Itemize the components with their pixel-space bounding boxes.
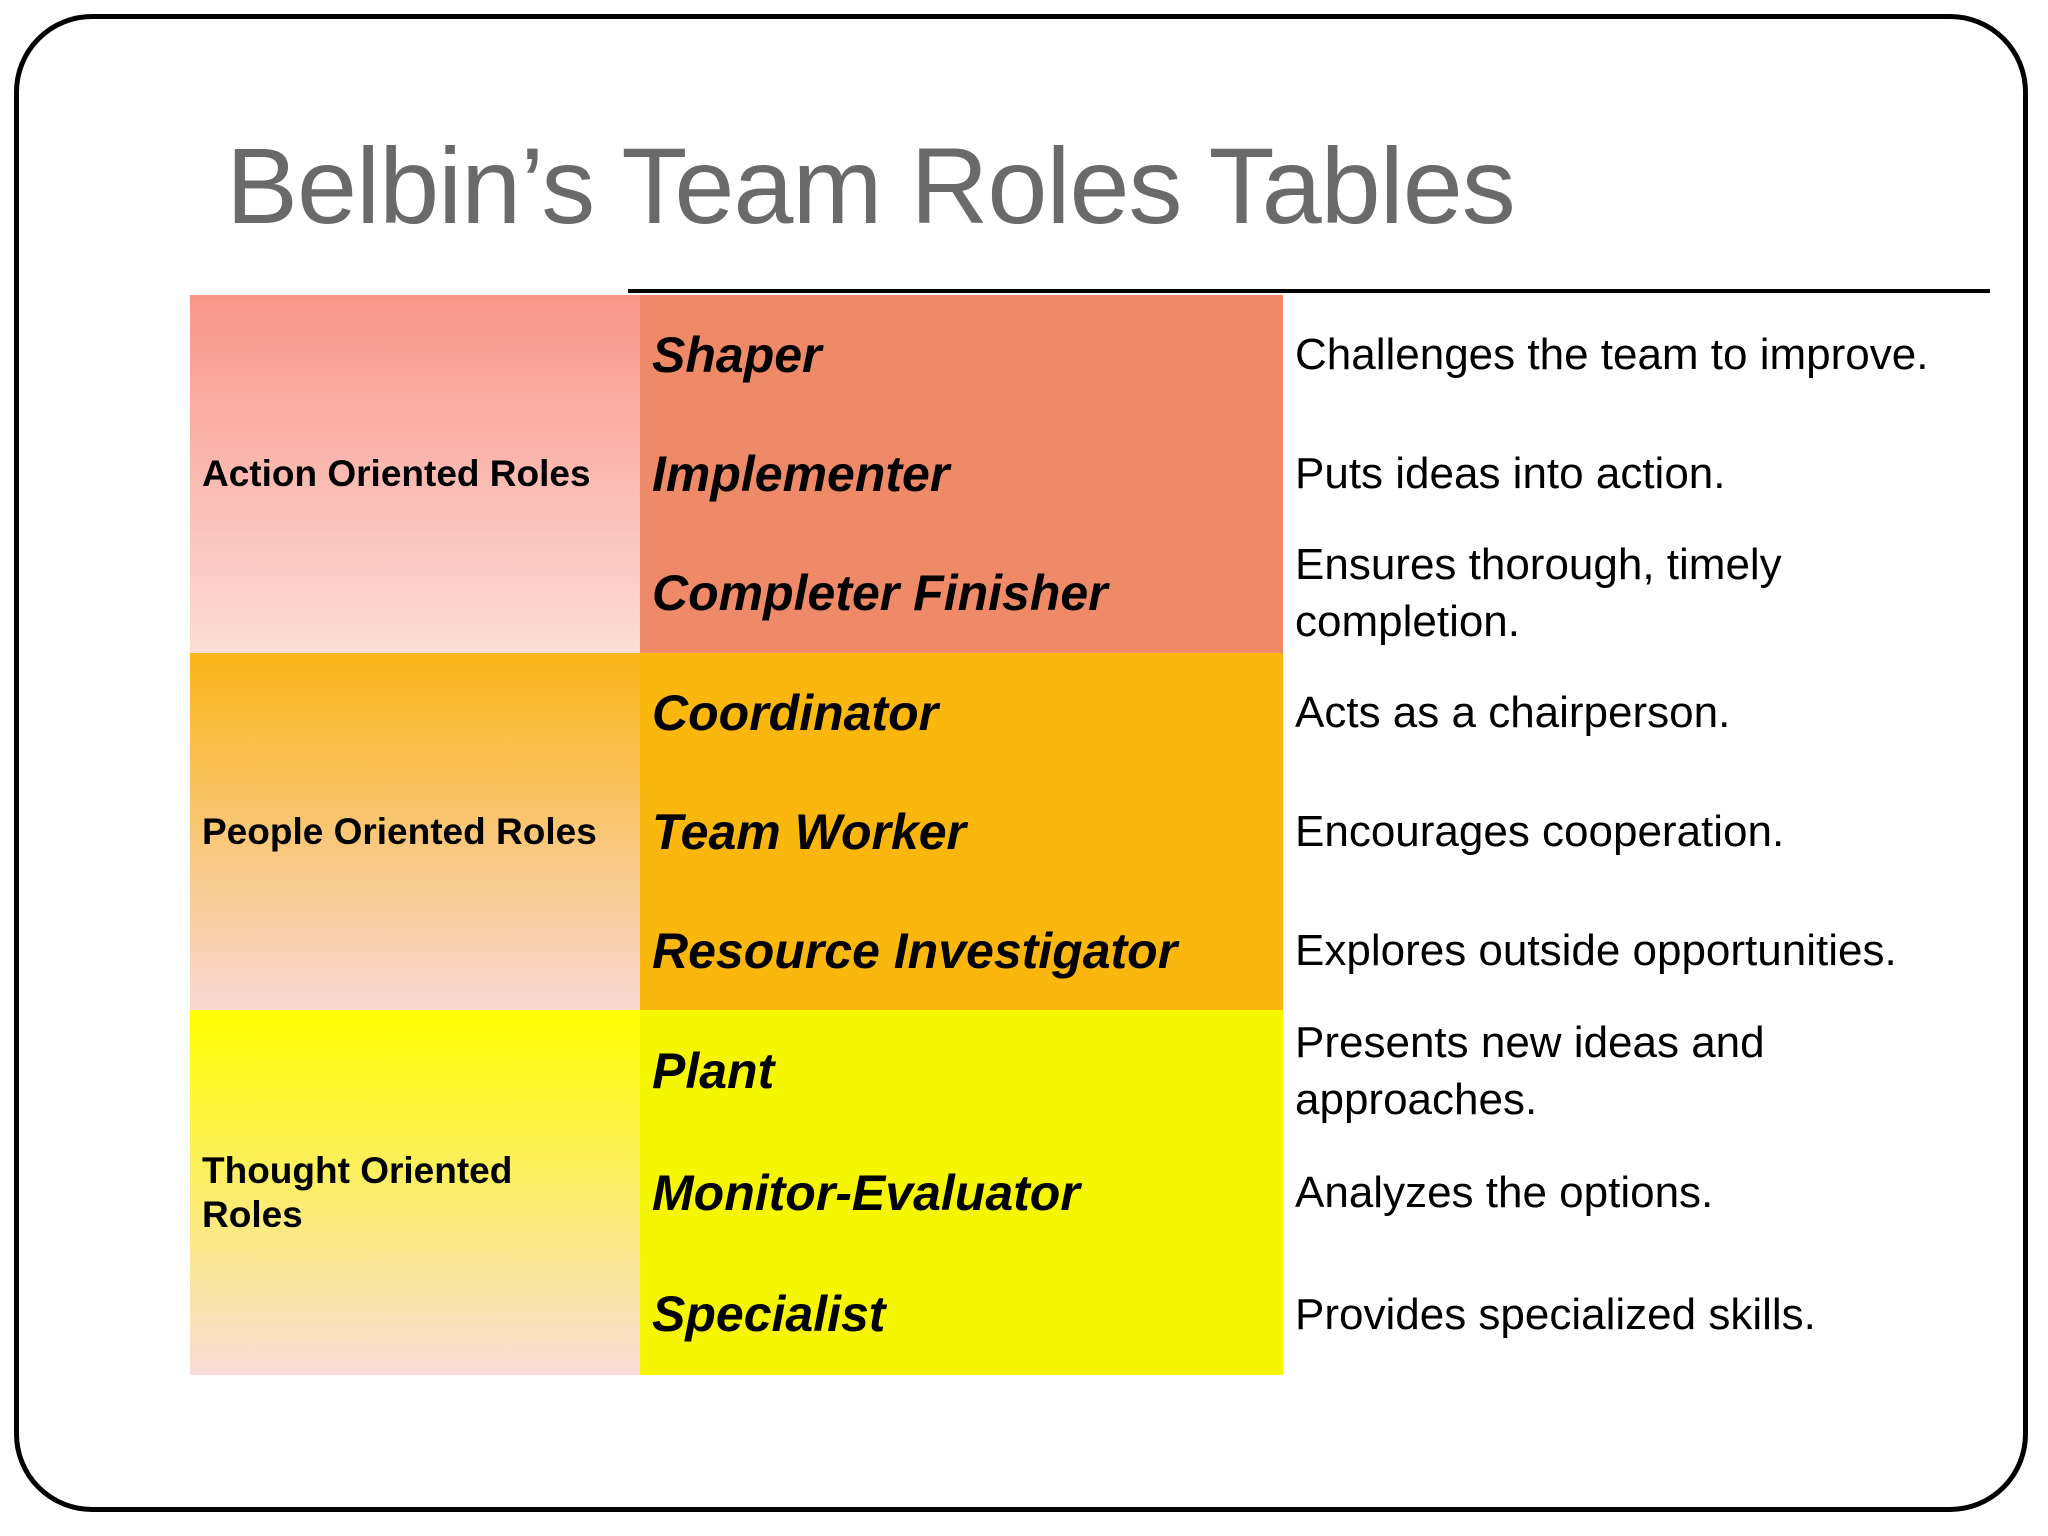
role-name: Plant [652,1042,775,1099]
role-name-cell-group: Coordinator Team Worker Resource Investi… [640,653,1283,1010]
role-description: Puts ideas into action. [1295,449,1726,499]
role-name: Shaper [652,326,822,383]
category-cell-thought-oriented: Thought Oriented Roles [190,1010,640,1375]
table-row-thought-oriented: Thought Oriented Roles Plant Monitor-Eva… [190,1010,1990,1375]
role-description: Explores outside opportunities. [1295,925,1897,975]
table-row-people-oriented: People Oriented Roles Coordinator Team W… [190,653,1990,1010]
title-divider-line [628,289,1990,293]
role-name: Coordinator [652,684,939,741]
role-description-cell-group: Presents new ideas and approaches. Analy… [1283,1010,1990,1375]
role-name-cell-group: Shaper Implementer Completer Finisher [640,295,1283,653]
role-name: Implementer [652,445,950,502]
role-description-cell-group: Acts as a chairperson. Encourages cooper… [1283,653,1990,1010]
role-description: Acts as a chairperson. [1295,687,1731,737]
category-cell-action-oriented: Action Oriented Roles [190,295,640,653]
role-description: Ensures thorough, timely completion. [1295,540,1782,647]
table-row-action-oriented: Action Oriented Roles Shaper Implementer… [190,295,1990,653]
role-name-cell-group: Plant Monitor-Evaluator Specialist [640,1010,1283,1375]
role-description: Challenges the team to improve. [1295,330,1929,380]
role-name: Specialist [652,1286,886,1343]
role-name: Completer Finisher [652,565,1108,622]
page-title: Belbin’s Team Roles Tables [226,125,1516,246]
role-name: Team Worker [652,803,967,860]
role-name: Monitor-Evaluator [652,1164,1080,1221]
role-description: Encourages cooperation. [1295,806,1785,856]
role-name: Resource Investigator [652,922,1178,979]
role-description: Provides specialized skills. [1295,1289,1816,1339]
role-description: Analyzes the options. [1295,1167,1714,1217]
role-description-cell-group: Challenges the team to improve. Puts ide… [1283,295,1990,653]
category-cell-people-oriented: People Oriented Roles [190,653,640,1010]
belbin-roles-table: Action Oriented Roles Shaper Implementer… [190,295,1990,1375]
role-description: Presents new ideas and approaches. [1295,1017,1765,1124]
